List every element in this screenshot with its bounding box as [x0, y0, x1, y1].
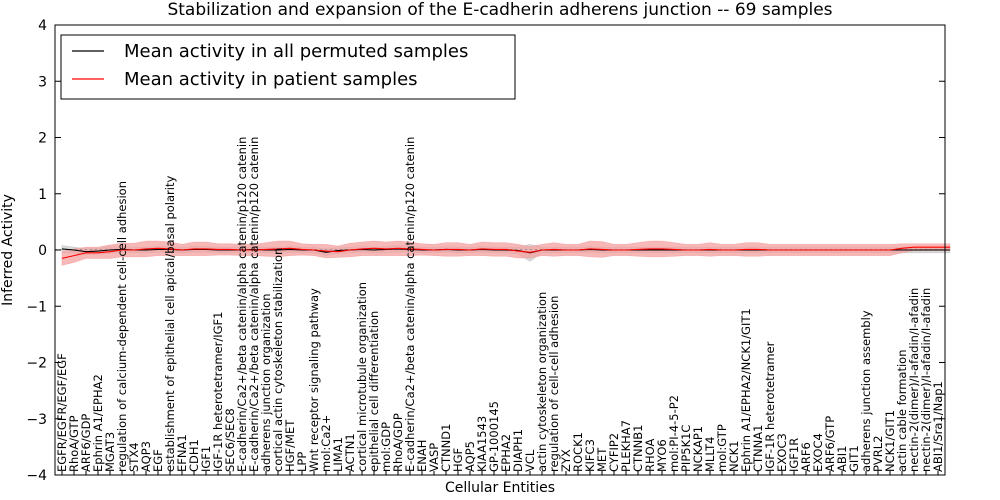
entity-label: NCK1	[727, 441, 741, 473]
entity-label: PLEKHA7	[619, 420, 633, 472]
y-tick-label: 0	[38, 243, 47, 259]
entity-label: regulation of cell-cell adhesion	[547, 296, 561, 472]
entity-label: MYO6	[655, 439, 669, 472]
legend-box	[60, 34, 516, 100]
entity-label: IGF1	[199, 446, 213, 472]
entity-label: ENAH	[415, 440, 429, 472]
entity-label: EGFR/EGFR/EGF/EGF	[55, 353, 69, 472]
chart-title: Stabilization and expansion of the E-cad…	[167, 0, 832, 20]
entity-label: PIP5K1C	[679, 425, 693, 472]
entity-label: nectin-2(dimer)/I-afadin/I-afadin	[907, 288, 921, 472]
entity-label: regulation of calcium-dependent cell-cel…	[115, 181, 129, 472]
y-axis-label: Inferred Activity	[0, 194, 16, 306]
entity-label: GIT1	[847, 445, 861, 472]
y-tick-label: 1	[38, 187, 47, 203]
entity-label: EGF	[151, 449, 165, 472]
entity-label: HGF	[451, 448, 465, 472]
entity-label: actin cable formation	[895, 349, 909, 472]
entity-label: EFNA1	[175, 434, 189, 472]
y-tick-label: −3	[26, 412, 47, 428]
entity-label: LPP	[295, 452, 309, 472]
entity-label: EPHA2	[499, 434, 513, 472]
x-axis-label: Cellular Entities	[445, 480, 555, 496]
entity-label: STX4	[127, 442, 141, 472]
y-tick-label: 2	[38, 131, 47, 147]
entity-label: ARF6/GDP	[79, 414, 93, 472]
legend-label-patient: Mean activity in patient samples	[124, 69, 418, 90]
entity-label: CTNNB1	[631, 425, 645, 472]
patient-mean-line	[61, 246, 950, 259]
entity-label: HGF/MET	[283, 419, 297, 472]
entity-label: ABI1/Sra1/Nap1	[931, 381, 945, 472]
entity-label: ABI1	[835, 446, 849, 472]
entity-label: establishment of epithelial cell apical/…	[163, 176, 177, 472]
entity-label: Ephrin A1/EPHA2	[91, 374, 105, 472]
entity-label: mol:GTP	[715, 424, 729, 472]
y-tick-label: −2	[26, 356, 47, 372]
entity-label: MGAT3	[103, 432, 117, 472]
entity-label: ARF6	[799, 442, 813, 472]
entity-label: RHOA	[643, 439, 657, 472]
entity-label: Ephrin A1/EPHA2/NCK1/GIT1	[739, 308, 753, 472]
entity-label: ROCK1	[571, 432, 585, 472]
y-tick-label: 3	[38, 74, 47, 90]
entity-label: EXOC3	[775, 433, 789, 472]
entity-label: CDH1	[187, 439, 201, 472]
entity-label: E-cadherin/Ca2+/beta catenin/alpha caten…	[247, 137, 261, 472]
entity-label: actin cytoskeleton organization	[535, 292, 549, 472]
entity-label: VASP	[427, 443, 441, 472]
y-tick-label: −4	[26, 468, 47, 484]
entity-label: KIFC3	[583, 439, 597, 472]
legend-label-permuted: Mean activity in all permuted samples	[124, 41, 468, 62]
entity-label: mol:Ca2+	[319, 415, 333, 472]
entity-label: CYFIP2	[607, 433, 621, 472]
entity-label: E-cadherin/Ca2+/beta catenin/alpha caten…	[403, 137, 417, 472]
entity-label: AQP5	[463, 441, 477, 472]
entity-label: EXOC4	[811, 433, 825, 472]
entity-label: CTNNA1	[751, 425, 765, 472]
entity-label: ZYX	[559, 449, 573, 472]
entity-label: mol:GDP	[379, 422, 393, 472]
y-tick-label: 4	[38, 18, 47, 34]
entity-label: mol:PI-4-5-P2	[667, 395, 681, 472]
entity-label: RhoA/GTP	[67, 415, 81, 472]
confidence-bands	[61, 240, 951, 266]
entity-label: Wnt receptor signaling pathway	[307, 288, 321, 472]
entity-label: GP-1000145	[487, 401, 501, 472]
entity-label: KIAA1543	[475, 416, 489, 472]
entity-label: VCL	[523, 449, 537, 472]
entity-label: ARF6/GTP	[823, 416, 837, 472]
entity-label: NCKAP1	[691, 426, 705, 472]
entity-label: cortical microtubule organization	[355, 282, 369, 472]
legend: Mean activity in all permuted samples Me…	[60, 34, 516, 100]
entity-label: NCK1/GIT1	[883, 410, 897, 472]
plot-area: EGFR/EGFR/EGF/EGFRhoA/GTPARF6/GDPEphrin …	[54, 24, 951, 476]
entity-label: MLLT4	[703, 437, 717, 473]
x-axis	[61, 471, 939, 475]
entity-label: cortical actin cytoskeleton stabilizatio…	[271, 248, 285, 472]
entity-label: MET	[595, 447, 609, 472]
y-tick-label: −1	[26, 299, 47, 315]
entity-label: LIMA1	[331, 437, 345, 472]
entity-label: RhoA/GDP	[391, 413, 405, 472]
patient-band	[61, 240, 951, 266]
entity-label: E-cadherin/Ca2+/beta catenin/alpha caten…	[235, 137, 249, 472]
entity-label: DIAPH1	[511, 429, 525, 472]
entity-label: IGF-1R heterotetramer	[763, 341, 777, 472]
series-lines	[61, 246, 950, 259]
y-axis: −4 −3 −2 −1 0 1 2 3 4	[26, 18, 945, 484]
entity-label: CTNND1	[439, 424, 453, 472]
entity-label: ACTN1	[343, 433, 357, 472]
entity-label: adherens junction organization	[259, 294, 273, 472]
entity-label: PVRL2	[871, 435, 885, 472]
entity-label: IGF1R	[787, 438, 801, 472]
entity-label: nectin-2(dimer)/I-afadin/I-afadin	[919, 288, 933, 472]
entity-label: adherens junction assembly	[859, 310, 873, 472]
entity-label: AQP3	[139, 441, 153, 472]
entity-label: IGF-1R heterotetramer/IGF1	[211, 312, 225, 472]
entity-label: epithelial cell differentiation	[367, 311, 381, 472]
entity-labels: EGFR/EGFR/EGF/EGFRhoA/GTPARF6/GDPEphrin …	[55, 137, 945, 472]
entity-label: SEC6/SEC8	[223, 408, 237, 472]
